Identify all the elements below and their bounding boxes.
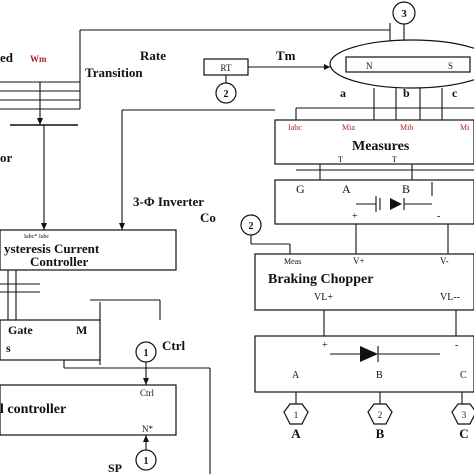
diode-a-port: A — [292, 370, 300, 381]
gate-block[interactable] — [0, 319, 101, 361]
from-tag-1-sp[interactable] — [135, 449, 157, 471]
sp-label: SP — [108, 461, 122, 474]
gate-block-amp: s — [6, 341, 11, 355]
speed-controller-block[interactable] — [0, 384, 177, 436]
measures-iabc-label: Iabc — [288, 123, 302, 132]
ctrl-label: Ctrl — [162, 338, 185, 353]
inverter-b-port: B — [402, 182, 410, 196]
torque-arrow — [324, 64, 330, 70]
phase-a-label: a — [340, 86, 346, 100]
inverter-plus: + — [352, 211, 358, 222]
rate-transition-label-2: Transition — [85, 65, 143, 80]
measures-mia-label: Mia — [342, 123, 355, 132]
speed-label: ed — [0, 50, 14, 65]
motor-ns-bar — [345, 56, 471, 73]
inverter-title: 3-Φ Inverter — [133, 194, 204, 209]
out-port-c-num: 3 — [462, 410, 467, 420]
measures-mic-label: Mi — [460, 123, 470, 132]
gate-port-label: Gate — [8, 323, 33, 337]
hcc-title-2: Controller — [30, 254, 88, 269]
motor-n-label: N — [366, 61, 373, 71]
left-or-label: or — [0, 150, 13, 165]
braking-chopper-title: Braking Chopper — [268, 272, 373, 287]
braking-chopper-block[interactable] — [254, 253, 474, 311]
out-port-b[interactable] — [367, 403, 393, 425]
diode-b-port: B — [376, 370, 383, 381]
goto-tag-2-rt-label: 2 — [224, 89, 229, 100]
diode-minus: - — [455, 340, 458, 351]
out-port-a-label: A — [291, 426, 301, 441]
hcc-inputs-label: Iabc* Iabc — [24, 234, 49, 240]
motor-s-label: S — [448, 61, 453, 71]
inverter-co-label: Co — [200, 210, 216, 225]
inverter-switch-icon — [356, 196, 432, 212]
diode-block[interactable] — [254, 335, 474, 393]
out-port-b-label: B — [376, 426, 385, 441]
measures-title: Measures — [352, 139, 410, 154]
speed-subscript: Wm — [30, 54, 47, 64]
controller-title: l controller — [0, 402, 66, 417]
goto-tag-2-co-label: 2 — [249, 221, 254, 232]
hysteresis-controller-block[interactable] — [0, 229, 177, 271]
chopper-vplus-label: V+ — [353, 256, 365, 266]
from-tag-1-sp-label: 1 — [144, 456, 149, 467]
m-port-label: M — [76, 323, 87, 337]
measures-block[interactable] — [274, 119, 474, 165]
rate-transition-label-1: Rate — [140, 48, 166, 63]
sp-arrow — [143, 435, 149, 442]
out-port-c-label: C — [459, 426, 468, 441]
measures-t1-label: T — [338, 155, 343, 164]
chopper-vminus-label: V- — [440, 256, 449, 266]
inverter-minus: - — [437, 211, 440, 222]
hcc-title-1: ysteresis Current — [4, 241, 100, 256]
chopper-meas-label: Meas — [284, 257, 301, 266]
torque-label: Tm — [276, 48, 296, 63]
controller-n-port: N* — [142, 424, 153, 434]
diode-icon — [330, 346, 440, 362]
inverter-g-port: G — [296, 182, 305, 196]
controller-ctrl-port: Ctrl — [140, 388, 155, 398]
out-port-a-num: 1 — [294, 410, 299, 420]
goto-tag-2-rt[interactable] — [215, 82, 237, 104]
mux-arrow-1 — [37, 118, 43, 125]
goto-tag-3-label: 3 — [401, 8, 407, 20]
measures-t2-label: T — [392, 155, 397, 164]
mux-arrow-hcc — [41, 223, 47, 230]
out-port-c[interactable] — [451, 403, 474, 425]
phase-c-label: c — [452, 86, 458, 100]
measures-mib-label: Mib — [400, 123, 413, 132]
diode-c-port: C — [460, 370, 467, 381]
ctrl-arrow — [143, 378, 149, 385]
from-tag-1-ctrl-label: 1 — [144, 348, 149, 359]
out-port-a[interactable] — [283, 403, 309, 425]
iabc-arrow — [119, 223, 125, 230]
rate-transition-block-label: RT — [221, 63, 232, 73]
inverter-a-port: A — [342, 182, 351, 196]
chopper-vlplus-label: VL+ — [314, 292, 333, 303]
inverter-block[interactable] — [274, 179, 474, 225]
chopper-vlminus-label: VL-- — [440, 292, 460, 303]
out-port-b-num: 2 — [378, 410, 383, 420]
phase-b-label: b — [403, 86, 410, 100]
diode-plus: + — [322, 340, 328, 351]
